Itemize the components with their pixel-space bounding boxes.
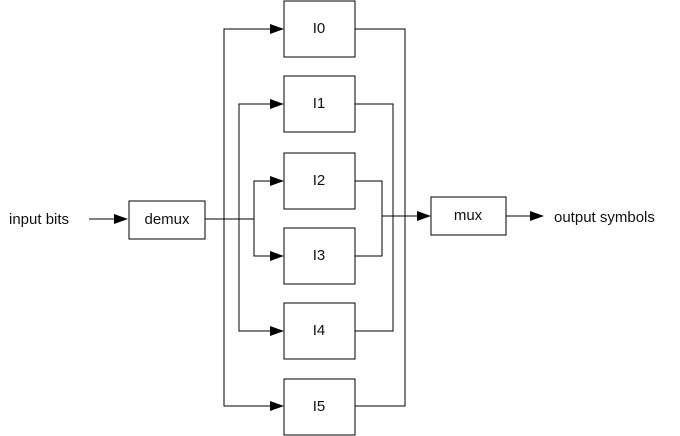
wire-to-i0 xyxy=(223,28,272,219)
branch-input-arrowheads xyxy=(270,24,284,411)
wire-to-i5 xyxy=(223,219,272,407)
mux-fanin-wires xyxy=(355,28,431,407)
branch-label-i2: I2 xyxy=(313,172,326,189)
output-arrow xyxy=(506,211,544,221)
branch-block-i3: I3 xyxy=(283,227,356,285)
branch-block-i5: I5 xyxy=(283,378,356,436)
wire-from-i1 xyxy=(355,103,394,332)
demux-fanout-wires xyxy=(205,28,272,407)
wire-to-i1 xyxy=(238,103,272,219)
mux-block: mux xyxy=(430,196,507,236)
branch-block-i0: I0 xyxy=(283,0,356,58)
branch-label-i5: I5 xyxy=(313,398,326,415)
branch-block-i2: I2 xyxy=(283,152,356,210)
branch-label-i1: I1 xyxy=(313,95,326,112)
mux-label: mux xyxy=(454,207,483,224)
branch-block-i4: I4 xyxy=(283,302,356,360)
branch-label-i3: I3 xyxy=(313,247,326,264)
wire-from-i2 xyxy=(355,180,383,257)
wire-from-i0 xyxy=(355,28,406,407)
wire-to-i2 xyxy=(253,180,272,219)
branch-block-i1: I1 xyxy=(283,75,356,133)
wire-to-i4 xyxy=(238,219,272,332)
output-symbols-label: output symbols xyxy=(554,209,655,226)
wire-to-i3 xyxy=(253,219,272,257)
input-arrow xyxy=(89,214,128,224)
branch-label-i4: I4 xyxy=(313,322,326,339)
demux-block: demux xyxy=(128,200,206,240)
input-bits-label: input bits xyxy=(9,211,69,228)
branch-label-i0: I0 xyxy=(313,20,326,37)
demux-label: demux xyxy=(144,211,190,228)
